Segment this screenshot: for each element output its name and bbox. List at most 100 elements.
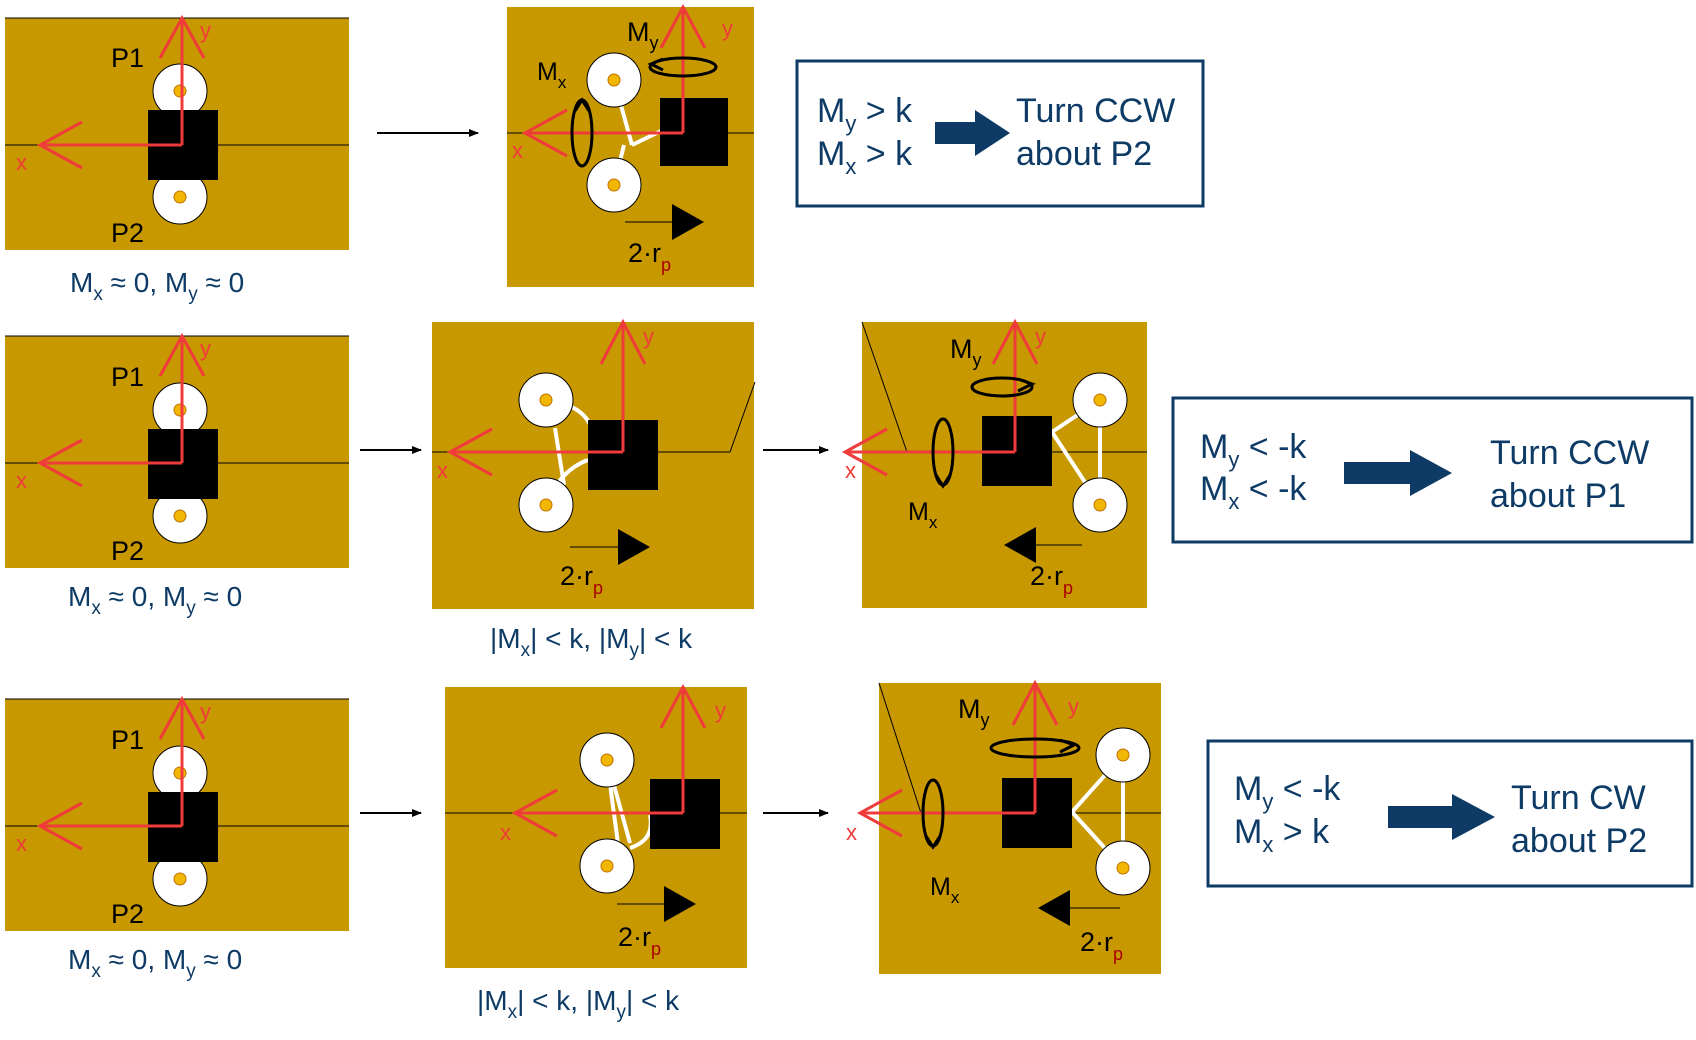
row-3: x y P1 P2 Mx ≈ 0, My ≈ 0 x y 2·rp |Mx| <… bbox=[5, 679, 1694, 1023]
rule-1-result-2: about P2 bbox=[1016, 135, 1152, 173]
moment-mx-icon bbox=[931, 417, 955, 489]
pad-p1-label: P1 bbox=[111, 362, 144, 392]
panel-rotated-1: x y My Mx 2·rp bbox=[507, 3, 754, 287]
axis-x-label: x bbox=[437, 458, 448, 483]
axis-x bbox=[36, 801, 182, 851]
moment-mx-label: Mx bbox=[537, 58, 567, 92]
pad-p2 bbox=[152, 488, 208, 544]
pad-p1 bbox=[1095, 727, 1151, 783]
axis-x bbox=[36, 120, 182, 170]
moment-my-label: My bbox=[958, 694, 990, 730]
implies-arrow bbox=[1388, 794, 1495, 840]
translation-label: 2·rp bbox=[560, 561, 603, 598]
axis-x-label: x bbox=[16, 150, 27, 175]
translation-label: 2·rp bbox=[1030, 561, 1073, 598]
axis-y-label: y bbox=[200, 336, 211, 361]
moment-my-label: My bbox=[627, 17, 659, 53]
axis-y bbox=[659, 3, 707, 133]
axis-x-label: x bbox=[16, 468, 27, 493]
pad-p2 bbox=[518, 477, 574, 533]
rule-3-result-1: Turn CW bbox=[1511, 779, 1646, 817]
caption-neutral: Mx ≈ 0, My ≈ 0 bbox=[70, 267, 244, 305]
axis-x bbox=[36, 438, 182, 488]
axis-y-label: y bbox=[715, 698, 726, 723]
rule-1-cond-2: Mx > k bbox=[817, 135, 913, 179]
moment-mx-label: Mx bbox=[908, 498, 938, 532]
rule-3-result-2: about P2 bbox=[1511, 822, 1647, 860]
axis-y-label: y bbox=[200, 699, 211, 724]
axis-y-label: y bbox=[643, 324, 654, 349]
pad-p1 bbox=[152, 382, 208, 438]
pad-p1 bbox=[152, 63, 208, 119]
axis-x-label: x bbox=[16, 831, 27, 856]
pad-p2 bbox=[152, 169, 208, 225]
translation-arrow bbox=[1038, 890, 1070, 926]
axis-y bbox=[1011, 679, 1059, 813]
rule-3-cond-1: My < -k bbox=[1234, 770, 1341, 814]
caption-small: |Mx| < k, |My| < k bbox=[477, 985, 680, 1023]
translation-label: 2·rp bbox=[1080, 927, 1123, 964]
caption-small: |Mx| < k, |My| < k bbox=[490, 623, 693, 661]
rule-3-cond-2: Mx > k bbox=[1234, 813, 1330, 857]
axis-x bbox=[856, 788, 1035, 838]
translation-label: 2·rp bbox=[628, 238, 671, 275]
moment-my-icon bbox=[970, 376, 1036, 398]
panel-neutral-3: x y P1 P2 bbox=[5, 695, 349, 931]
pad-p1 bbox=[518, 372, 574, 428]
axis-y-label: y bbox=[1068, 694, 1079, 719]
moment-mx-label: Mx bbox=[930, 873, 960, 907]
pad-p2-label: P2 bbox=[111, 536, 144, 566]
translation-arrow bbox=[672, 204, 704, 240]
pad-p1 bbox=[152, 745, 208, 801]
pad-p1-label: P1 bbox=[111, 725, 144, 755]
moment-mx-icon bbox=[570, 97, 594, 168]
implies-arrow bbox=[935, 110, 1010, 156]
axis-y bbox=[158, 695, 206, 826]
panel-translated-3: x y 2·rp bbox=[445, 683, 747, 968]
caption-neutral: Mx ≈ 0, My ≈ 0 bbox=[68, 581, 242, 619]
rule-box-3: My < -k Mx > k Turn CW about P2 bbox=[1206, 739, 1694, 888]
panel-translated-2: x y 2·rp bbox=[432, 318, 756, 609]
rule-box-2: My < -k Mx < -k Turn CCW about P1 bbox=[1171, 396, 1694, 544]
rule-2-cond-2: Mx < -k bbox=[1200, 470, 1307, 514]
axis-x-label: x bbox=[512, 138, 523, 163]
rule-2-result-1: Turn CCW bbox=[1490, 434, 1649, 472]
rule-1-cond-1: My > k bbox=[817, 92, 913, 136]
axis-y bbox=[158, 332, 206, 463]
pad-p2 bbox=[586, 157, 642, 213]
axis-x-label: x bbox=[845, 458, 856, 483]
axis-y-label: y bbox=[200, 18, 211, 43]
moment-mx-icon bbox=[921, 778, 945, 850]
panel-neutral-1: x y P1 P2 bbox=[5, 14, 349, 250]
moment-my-icon bbox=[647, 56, 718, 78]
axis-y bbox=[659, 683, 707, 813]
axis-x-label: x bbox=[846, 820, 857, 845]
rule-box-1: My > k Mx > k Turn CCW about P2 bbox=[795, 59, 1205, 208]
row-1: x y P1 P2 Mx ≈ 0, My ≈ 0 x y My Mx bbox=[5, 3, 1205, 305]
panel-rotated-3: x y My Mx 2·rp bbox=[846, 679, 1161, 974]
pad-p1-label: P1 bbox=[111, 43, 144, 73]
axis-x bbox=[521, 108, 683, 158]
axis-y bbox=[158, 14, 206, 145]
rule-2-cond-1: My < -k bbox=[1200, 428, 1307, 472]
pad-p1 bbox=[1072, 372, 1128, 428]
moment-my-label: My bbox=[950, 334, 982, 370]
implies-arrow bbox=[1344, 450, 1452, 496]
axis-y bbox=[599, 318, 647, 452]
translation-label: 2·rp bbox=[618, 922, 661, 959]
translation-arrow bbox=[664, 886, 696, 922]
axis-x bbox=[511, 788, 683, 838]
pad-p2 bbox=[1095, 840, 1151, 896]
rule-2-result-2: about P1 bbox=[1490, 477, 1626, 515]
translation-arrow bbox=[1004, 527, 1036, 563]
rule-1-result-1: Turn CCW bbox=[1016, 92, 1175, 130]
axis-x bbox=[446, 427, 623, 477]
axis-x-label: x bbox=[500, 820, 511, 845]
panel-neutral-2: x y P1 P2 bbox=[5, 332, 349, 568]
pad-p1 bbox=[586, 52, 642, 108]
axis-x bbox=[841, 427, 1015, 477]
pad-p2 bbox=[1072, 477, 1128, 533]
panel-rotated-2: x y My Mx 2·rp bbox=[841, 318, 1147, 608]
axis-y bbox=[991, 318, 1039, 452]
